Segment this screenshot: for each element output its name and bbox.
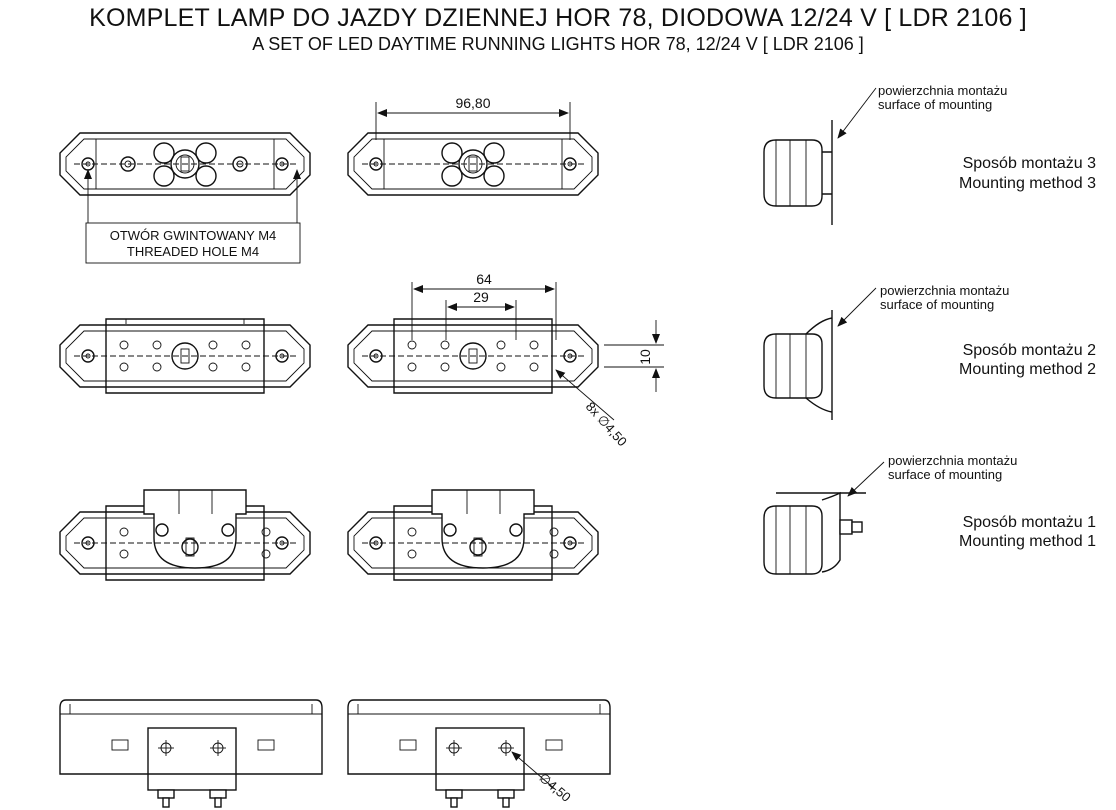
- mounting-method-en-3: Mounting method 3: [959, 175, 1096, 192]
- side-view-mounting-3: [763, 87, 877, 225]
- mounting-method-pl-3: Sposób montażu 3: [963, 155, 1097, 172]
- dimension-hole-spacing: [411, 282, 664, 421]
- mounting-method-pl-1: Sposób montażu 1: [963, 514, 1097, 531]
- lamp-bottom-view-left: [59, 699, 323, 808]
- lamp-rear-view-2-right: [347, 318, 599, 394]
- surface-label-pl-1: powierzchnia montażu: [888, 453, 1017, 468]
- mounting-method-pl-2: Sposób montażu 2: [963, 342, 1097, 359]
- threaded-hole-callout: [84, 169, 301, 264]
- mounting-method-en-1: Mounting method 1: [959, 533, 1096, 550]
- lamp-bracket-view-3-right: [347, 489, 599, 581]
- threaded-hole-label-en: THREADED HOLE M4: [127, 244, 259, 259]
- surface-label-en-3: surface of mounting: [878, 97, 992, 112]
- mounting-method-en-2: Mounting method 2: [959, 361, 1096, 378]
- dimension-29-label: 29: [473, 289, 489, 305]
- side-view-mounting-1: [763, 461, 885, 575]
- surface-label-pl-2: powierzchnia montażu: [880, 283, 1009, 298]
- lamp-rear-view-2-left: [59, 318, 311, 394]
- lamp-bottom-view-right: [347, 699, 611, 808]
- dimension-overall-width: [375, 102, 571, 140]
- dimension-64-label: 64: [476, 271, 492, 287]
- surface-label-pl-3: powierzchnia montażu: [878, 83, 1007, 98]
- threaded-hole-label-pl: OTWÓR GWINTOWANY M4: [110, 228, 277, 243]
- lamp-front-view-1-left: [59, 132, 311, 196]
- dimension-10-label: 10: [637, 349, 653, 365]
- dimension-overall-width-label: 96,80: [455, 95, 490, 111]
- drawing-title: KOMPLET LAMP DO JAZDY DZIENNEJ HOR 78, D…: [89, 4, 1027, 32]
- bottom-hole-leader: [511, 751, 557, 791]
- holes-callout-label: 8x ∅4,50: [583, 399, 630, 449]
- bottom-hole-label: ∅4,50: [536, 770, 574, 805]
- drawing-subtitle: A SET OF LED DAYTIME RUNNING LIGHTS HOR …: [252, 34, 864, 54]
- lamp-front-view-1-right: [347, 132, 599, 196]
- lamp-bracket-view-3-left: [59, 489, 311, 581]
- surface-label-en-2: surface of mounting: [880, 297, 994, 312]
- side-view-mounting-2: [763, 287, 877, 420]
- surface-label-en-1: surface of mounting: [888, 467, 1002, 482]
